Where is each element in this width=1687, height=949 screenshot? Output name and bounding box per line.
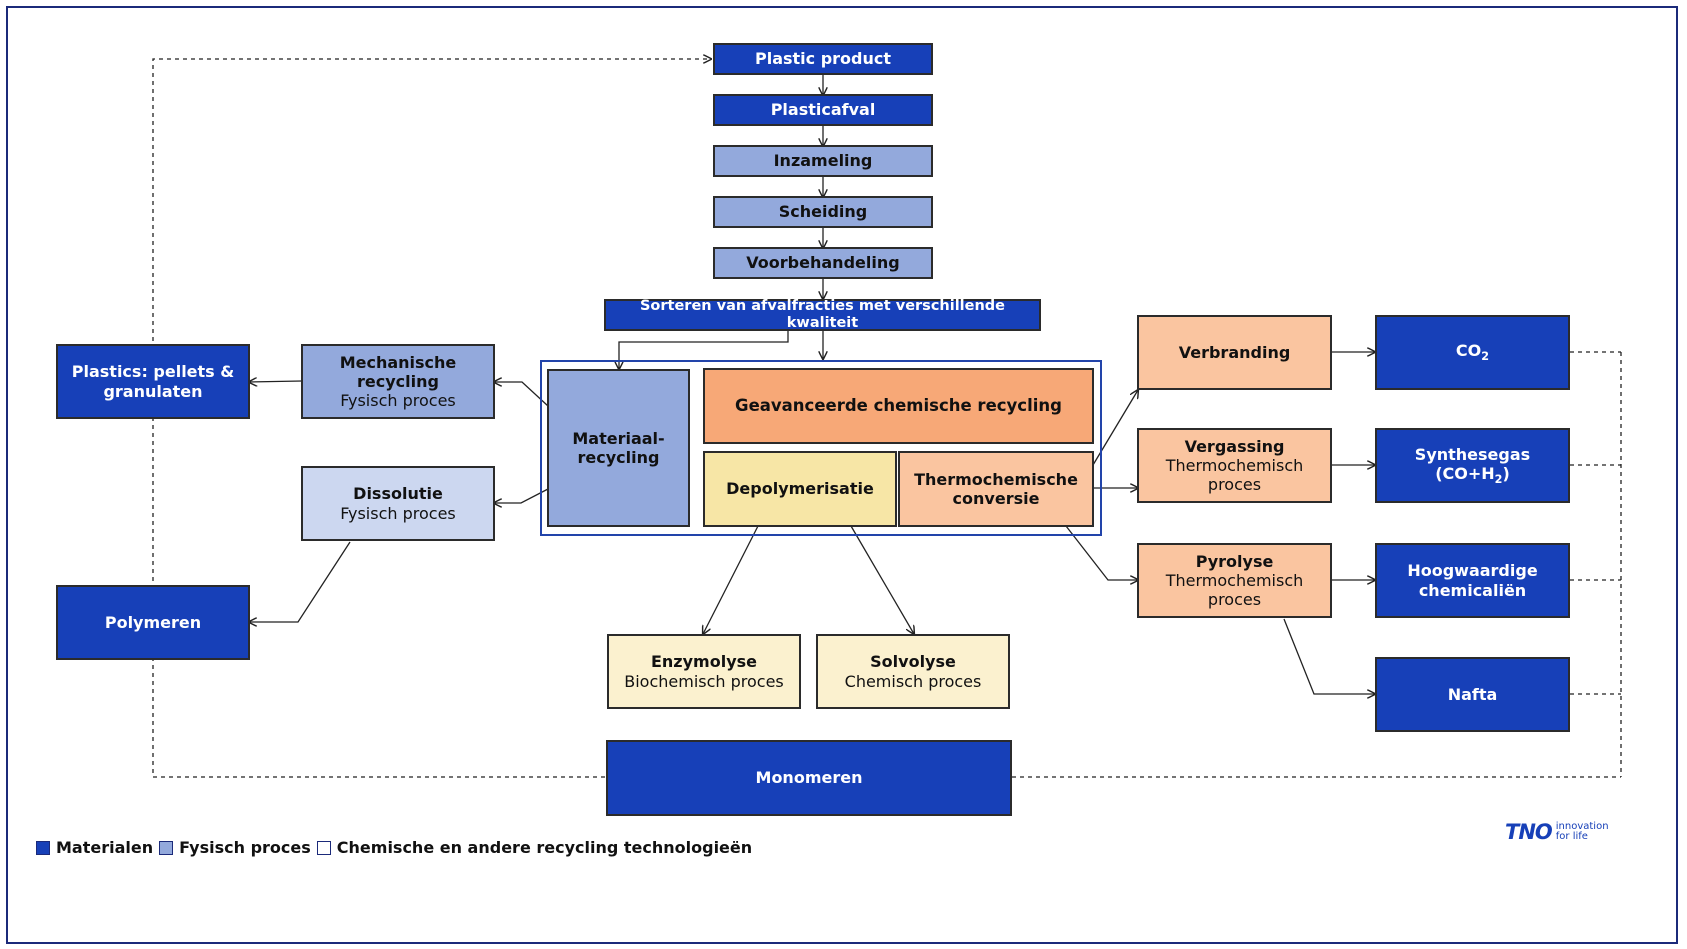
- logo-tagline-line1: innovation: [1555, 821, 1609, 832]
- node-monomeren: Monomeren: [606, 740, 1012, 816]
- legend-item-fysisch: Fysisch proces: [159, 838, 311, 857]
- label-subscript: 2: [1494, 472, 1503, 486]
- node-solvolyse: Solvolyse Chemisch proces: [816, 634, 1010, 709]
- label: Plasticafval: [770, 100, 876, 120]
- arrow-depoly-enzymolyse: [703, 525, 759, 634]
- legend: Materialen Fysisch proces Chemische en a…: [36, 838, 758, 857]
- label: Geavanceerde chemische recycling: [735, 396, 1062, 416]
- legend-item-materialen: Materialen: [36, 838, 153, 857]
- arrow-materiaal-mechanische: [494, 382, 549, 407]
- label: Enzymolyse: [650, 652, 757, 672]
- node-sorteren: Sorteren van afvalfracties met verschill…: [604, 297, 1041, 331]
- label-line2: recycling: [357, 371, 439, 391]
- label-main: CO: [1455, 341, 1482, 361]
- legend-label-fysisch: Fysisch proces: [179, 838, 311, 857]
- node-pyrolyse: Pyrolyse Thermochemisch proces: [1137, 543, 1332, 618]
- label-main: Synthesegas (CO+H: [1414, 444, 1531, 483]
- logo-tagline-line2: for life: [1555, 831, 1588, 842]
- arrow-thermo-pyrolyse: [1065, 525, 1138, 580]
- node-plastic-product: Plastic product: [713, 43, 933, 75]
- node-vergassing: Vergassing Thermochemisch proces: [1137, 428, 1332, 503]
- label-sub: Biochemisch proces: [624, 671, 784, 691]
- label: Vergassing: [1184, 436, 1285, 456]
- label-line2: recycling: [577, 448, 660, 467]
- label-line2: conversie: [952, 489, 1040, 508]
- arrow-dissolutie-polymeren: [249, 541, 351, 622]
- label-subscript: 2: [1481, 350, 1490, 364]
- label: Verbranding: [1178, 342, 1291, 362]
- node-hoogwaardige-chemicalien: Hoogwaardige chemicaliën: [1375, 543, 1570, 618]
- node-mechanische-recycling: Mechanische recycling Fysisch proces: [301, 344, 495, 419]
- node-geavanceerde-chemische-recycling: Geavanceerde chemische recycling: [703, 368, 1094, 444]
- arrow-pyrolyse-nafta: [1283, 618, 1375, 694]
- label: Inzameling: [773, 151, 873, 171]
- label: Nafta: [1447, 684, 1498, 704]
- legend-swatch-materialen: [36, 840, 50, 855]
- label: Voorbehandeling: [746, 253, 900, 273]
- legend-label-materialen: Materialen: [56, 838, 154, 857]
- arrow-depoly-solvolyse: [850, 525, 914, 634]
- label-sub: Chemisch proces: [844, 671, 982, 691]
- label: Synthesegas (CO+H2): [1377, 445, 1568, 487]
- arrow-sorteren-materiaal: [619, 331, 789, 369]
- label-line1: Materiaal-: [572, 428, 665, 448]
- label-sub2: proces: [1207, 475, 1262, 495]
- node-thermochemische-conversie: Thermochemische conversie: [898, 451, 1094, 527]
- label-line1: Hoogwaardige: [1407, 561, 1538, 581]
- logo-wordmark: TNO: [1505, 820, 1553, 844]
- label-sub1: Thermochemisch: [1165, 455, 1304, 475]
- arrow-materiaal-dissolutie: [494, 488, 549, 503]
- label-line1: Plastics: pellets &: [71, 362, 235, 382]
- node-co2: CO2: [1375, 315, 1570, 390]
- label-line2: chemicaliën: [1418, 580, 1527, 600]
- label-line1: Thermochemische: [914, 469, 1078, 489]
- label-line2: granulaten: [103, 381, 203, 401]
- label-end: ): [1502, 463, 1510, 483]
- label-sub2: proces: [1207, 590, 1262, 610]
- node-voorbehandeling: Voorbehandeling: [713, 247, 933, 279]
- legend-swatch-chemisch: [316, 840, 331, 855]
- node-verbranding: Verbranding: [1137, 315, 1332, 390]
- node-depolymerisatie: Depolymerisatie: [703, 451, 897, 527]
- node-enzymolyse: Enzymolyse Biochemisch proces: [607, 634, 801, 709]
- label: Dissolutie: [353, 484, 443, 504]
- node-scheiding: Scheiding: [713, 196, 933, 228]
- recycling-technologies-group: [540, 360, 1102, 536]
- node-polymeren: Polymeren: [56, 585, 250, 660]
- label: Scheiding: [778, 202, 868, 222]
- label-sub: Fysisch proces: [340, 391, 456, 411]
- legend-label-chemisch: Chemische en andere recycling technologi…: [336, 838, 753, 857]
- legend-item-chemisch: Chemische en andere recycling technologi…: [316, 838, 753, 857]
- label: Pyrolyse: [1195, 551, 1274, 571]
- tno-logo: TNO innovation for life: [1505, 820, 1609, 844]
- label-sub1: Thermochemisch: [1165, 570, 1304, 590]
- node-plasticafval: Plasticafval: [713, 94, 933, 126]
- node-synthesegas: Synthesegas (CO+H2): [1375, 428, 1570, 503]
- node-inzameling: Inzameling: [713, 145, 933, 177]
- label-sub: Fysisch proces: [340, 503, 456, 523]
- label: Plastic product: [754, 49, 892, 69]
- legend-swatch-fysisch: [159, 840, 174, 855]
- label: CO2: [1456, 341, 1489, 364]
- figure-frame: [6, 6, 1678, 944]
- label: Polymeren: [104, 612, 202, 632]
- label: Solvolyse: [870, 652, 956, 672]
- label-line1: Mechanische: [339, 352, 457, 372]
- label: Depolymerisatie: [726, 479, 874, 499]
- label: Sorteren van afvalfracties met verschill…: [639, 297, 1006, 331]
- label: Monomeren: [755, 768, 863, 788]
- arrow-mechanische-plastics: [249, 381, 303, 382]
- node-dissolutie: Dissolutie Fysisch proces: [301, 466, 495, 541]
- node-plastics-pellets-granulaten: Plastics: pellets & granulaten: [56, 344, 250, 419]
- logo-tagline: innovation for life: [1556, 822, 1609, 842]
- node-materiaal-recycling: Materiaal- recycling: [547, 369, 690, 527]
- node-nafta: Nafta: [1375, 657, 1570, 732]
